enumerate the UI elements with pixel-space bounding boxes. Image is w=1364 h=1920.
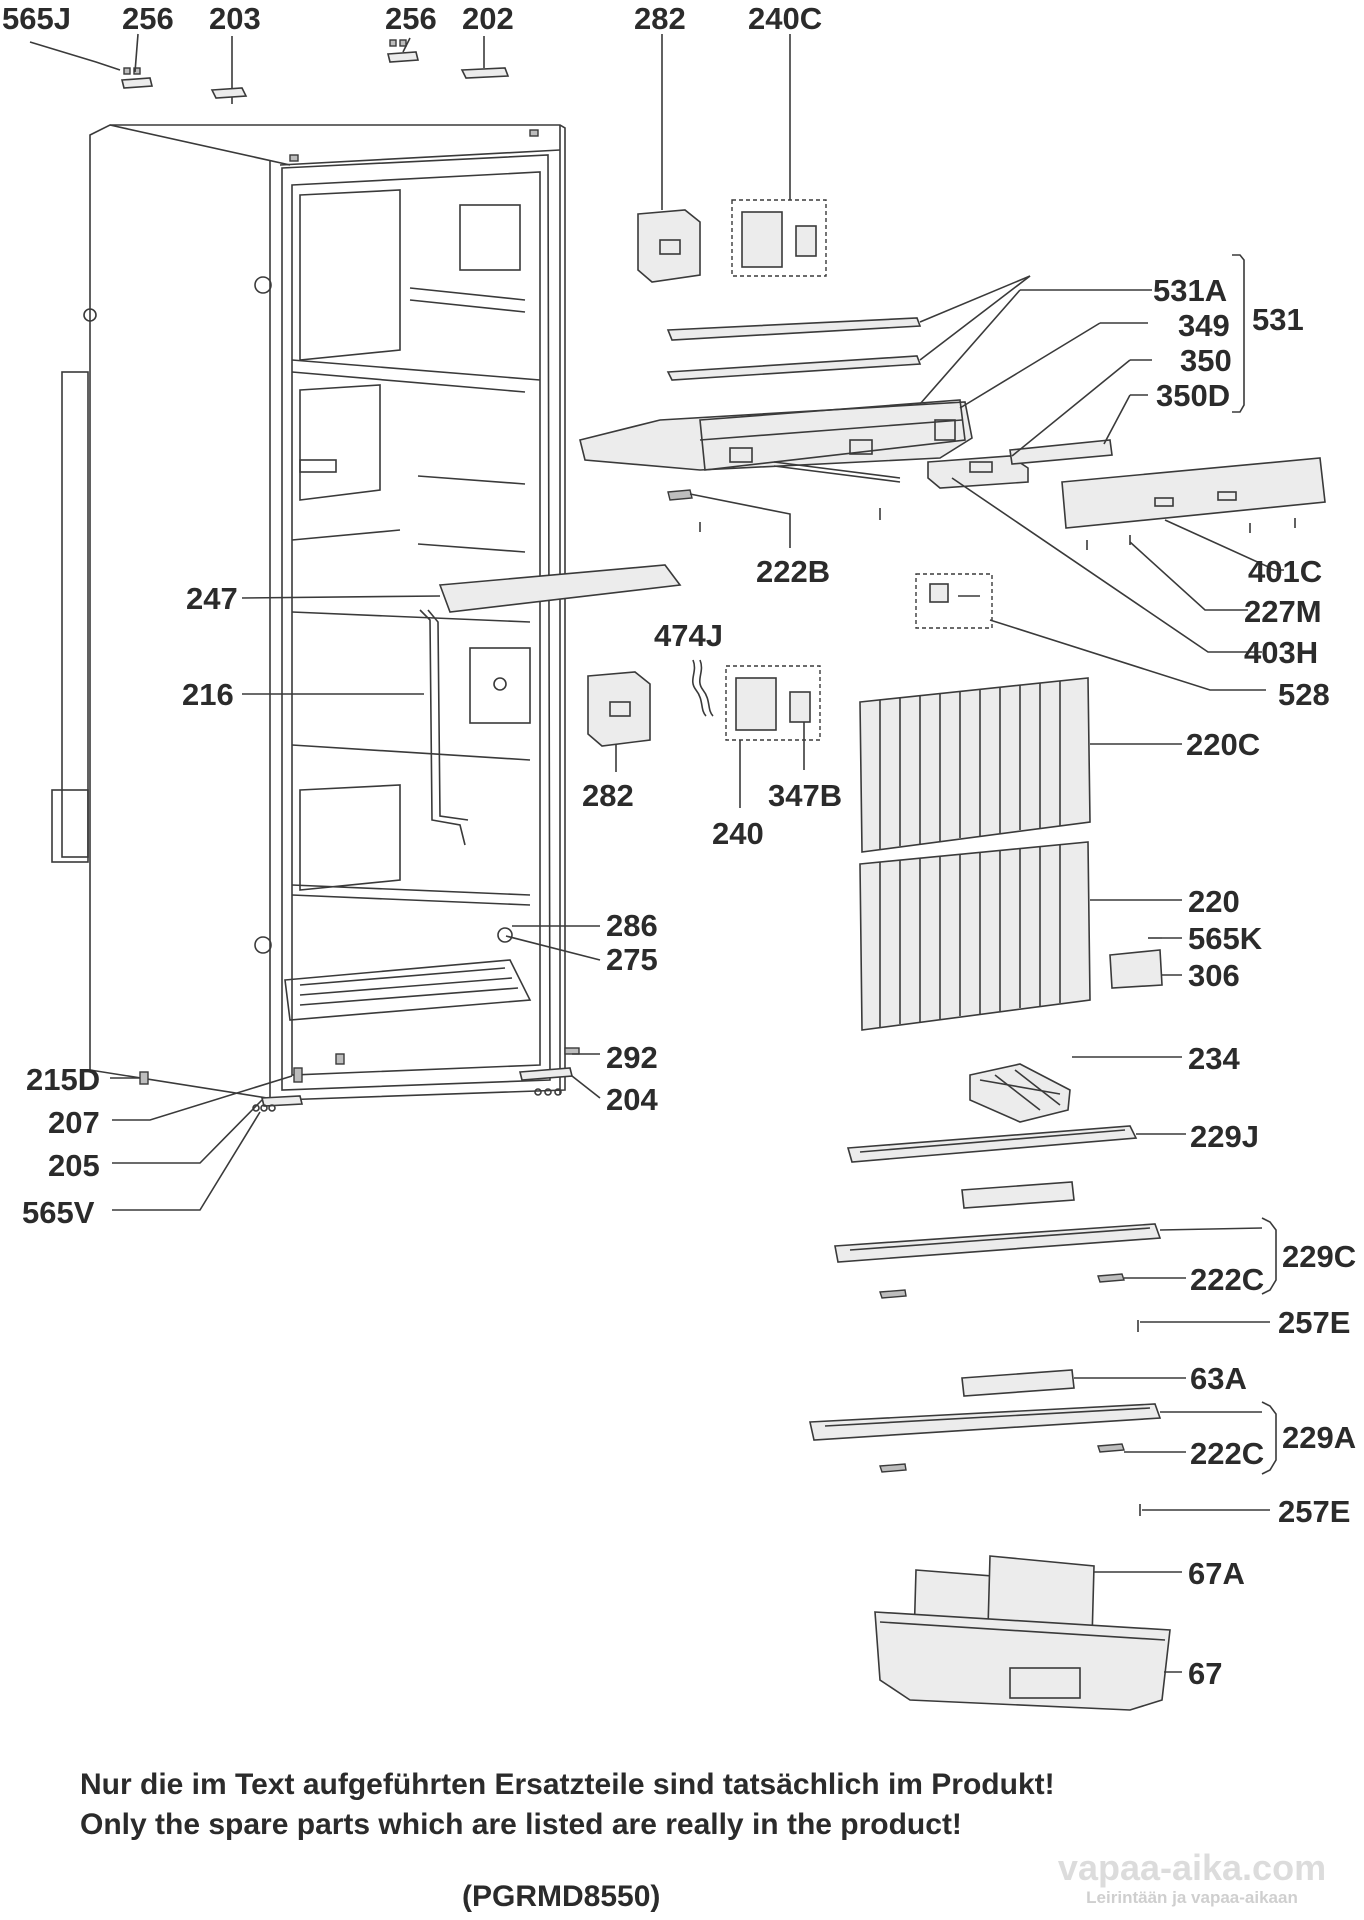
shelf-229J [846, 1125, 1138, 1163]
hinge-set-240C [731, 199, 827, 277]
label-247: 247 [186, 581, 238, 616]
cover-panel-401C [1061, 457, 1326, 550]
model-number: (PGRMD8550) [462, 1880, 661, 1913]
label-207: 207 [48, 1105, 100, 1140]
label-286: 286 [606, 908, 658, 943]
label-282-top: 282 [634, 1, 686, 36]
crisper-drawer-67 [874, 1611, 1171, 1711]
note-german: Nur die im Text aufgeführten Ersatzteile… [80, 1768, 1055, 1801]
label-67: 67 [1188, 1656, 1222, 1691]
label-565V: 565V [22, 1195, 95, 1230]
note-english: Only the spare parts which are listed ar… [80, 1808, 962, 1841]
label-216: 216 [182, 677, 234, 712]
label-275: 275 [606, 942, 658, 977]
hinge-block-282-mid [587, 671, 651, 747]
label-67A: 67A [1188, 1556, 1245, 1591]
watermark-logo: vapaa-aika.com Leirintään ja vapaa-aikaa… [1022, 1848, 1362, 1918]
label-256-a: 256 [122, 1, 174, 36]
refrigerator-cabinet [51, 124, 566, 1101]
tube-474J [692, 659, 707, 717]
label-531A: 531A [1153, 273, 1227, 308]
label-403H: 403H [1244, 635, 1318, 670]
label-256-b: 256 [385, 1, 437, 36]
label-528: 528 [1278, 677, 1330, 712]
part-set-528 [915, 573, 993, 629]
label-565K: 565K [1188, 921, 1263, 956]
label-222B: 222B [756, 554, 830, 589]
bracket-306 [1109, 949, 1163, 989]
drain-rod [419, 609, 466, 846]
label-222C-b: 222C [1190, 1436, 1264, 1471]
label-257E-b: 257E [1278, 1494, 1350, 1529]
label-350D: 350D [1156, 378, 1230, 413]
label-257E-a: 257E [1278, 1305, 1350, 1340]
label-292: 292 [606, 1040, 658, 1075]
label-531: 531 [1252, 302, 1304, 337]
label-347B: 347B [768, 778, 842, 813]
part-labels: 565J 256 203 256 202 282 240C 531A 531 3… [2, 1, 1356, 1691]
label-350: 350 [1180, 343, 1232, 378]
label-229J: 229J [1190, 1119, 1259, 1154]
label-565J-top: 565J [2, 1, 71, 36]
label-474J: 474J [654, 618, 723, 653]
label-306: 306 [1188, 958, 1240, 993]
label-220C: 220C [1186, 727, 1260, 762]
label-63A: 63A [1190, 1361, 1247, 1396]
label-227M: 227M [1244, 594, 1322, 629]
label-220: 220 [1188, 884, 1240, 919]
label-222C-a: 222C [1190, 1262, 1264, 1297]
freezer-door-assembly [579, 317, 1113, 532]
door-panel-220C [859, 677, 1091, 853]
hinge-block-282-top [637, 209, 701, 283]
glass-shelf-247 [438, 564, 682, 613]
label-240: 240 [712, 816, 764, 851]
label-240C: 240C [748, 1, 822, 36]
label-205: 205 [48, 1148, 100, 1183]
label-229A: 229A [1282, 1420, 1356, 1455]
label-229C: 229C [1282, 1239, 1356, 1274]
top-small-parts [120, 39, 510, 104]
label-349: 349 [1178, 308, 1230, 343]
label-204: 204 [606, 1082, 658, 1117]
watermark-tagline: Leirintään ja vapaa-aikaan [1086, 1888, 1298, 1907]
label-202: 202 [462, 1, 514, 36]
door-panel-220 [859, 841, 1091, 1031]
label-401C: 401C [1248, 554, 1322, 589]
label-215D: 215D [26, 1062, 100, 1097]
ice-tray-234 [969, 1063, 1071, 1123]
shelf-assembly-229C [834, 1181, 1162, 1332]
watermark-site: vapaa-aika.com [1057, 1847, 1327, 1888]
bottom-small-parts [139, 1047, 580, 1112]
label-203: 203 [209, 1, 261, 36]
shelf-assembly-229A [809, 1369, 1162, 1516]
label-234: 234 [1188, 1041, 1240, 1076]
label-282-mid: 282 [582, 778, 634, 813]
leader-lines [29, 33, 1284, 1673]
